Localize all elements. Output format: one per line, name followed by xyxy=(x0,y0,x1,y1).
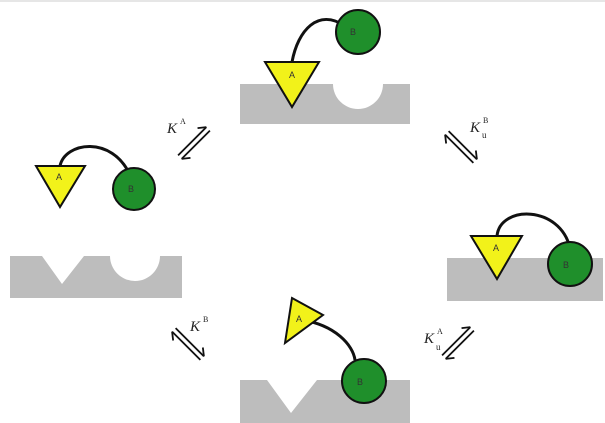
ligand-a-triangle-icon xyxy=(34,165,87,209)
constant-kb: K B xyxy=(189,315,208,335)
linker-top xyxy=(290,18,346,63)
ligand-a-triangle-icon xyxy=(263,61,321,109)
equilibrium-arrow-icon xyxy=(444,130,478,164)
ligand-a-triangle-icon xyxy=(283,296,325,346)
surface-left xyxy=(10,256,182,298)
state-left-unbound: A B xyxy=(10,145,182,298)
linker-bottom xyxy=(301,318,357,361)
ligand-a-label: A xyxy=(296,314,302,324)
ligand-b-circle-icon xyxy=(112,167,156,211)
state-top-a-bound: A B xyxy=(240,9,410,124)
constant-ka: K A xyxy=(166,117,186,137)
constant-ku-a-symbol: K xyxy=(423,331,435,347)
equilibrium-arrow-icon xyxy=(441,326,475,360)
ligand-b-label: B xyxy=(128,184,134,194)
equilibrium-arrow-icon xyxy=(177,126,211,160)
ligand-a-label: A xyxy=(289,70,295,80)
equilibrium-arrow-icon xyxy=(171,327,205,361)
constant-ku-a: K A u xyxy=(423,327,443,352)
state-right-b-bound: A B xyxy=(447,212,603,301)
state-bottom-b-bound: A B xyxy=(240,296,410,423)
ligand-b-circle-icon xyxy=(547,241,593,287)
ligand-b-label: B xyxy=(563,260,569,270)
constant-ka-superscript: A xyxy=(180,117,186,126)
ligand-b-label: B xyxy=(357,377,363,387)
constant-ku-b-symbol: K xyxy=(469,120,481,136)
constant-ka-symbol: K xyxy=(166,121,178,137)
constant-kb-symbol: K xyxy=(189,319,201,335)
constant-ku-b: K B u xyxy=(469,116,488,140)
constant-ku-a-subscript: u xyxy=(436,342,441,352)
ligand-a-label: A xyxy=(56,172,62,182)
linker-left xyxy=(58,145,132,176)
constant-kb-superscript: B xyxy=(203,315,208,324)
ligand-a-label: A xyxy=(493,243,499,253)
constant-ku-a-superscript: A xyxy=(437,327,443,336)
ligand-b-circle-icon xyxy=(335,9,381,55)
constant-ku-b-superscript: B xyxy=(483,116,488,125)
constant-ku-b-subscript: u xyxy=(482,130,487,140)
linker-right xyxy=(495,212,572,249)
ligand-b-label: B xyxy=(350,27,356,37)
surface-top xyxy=(240,84,410,124)
ligand-b-circle-icon xyxy=(341,358,387,404)
ligand-a-triangle-icon xyxy=(469,235,524,281)
